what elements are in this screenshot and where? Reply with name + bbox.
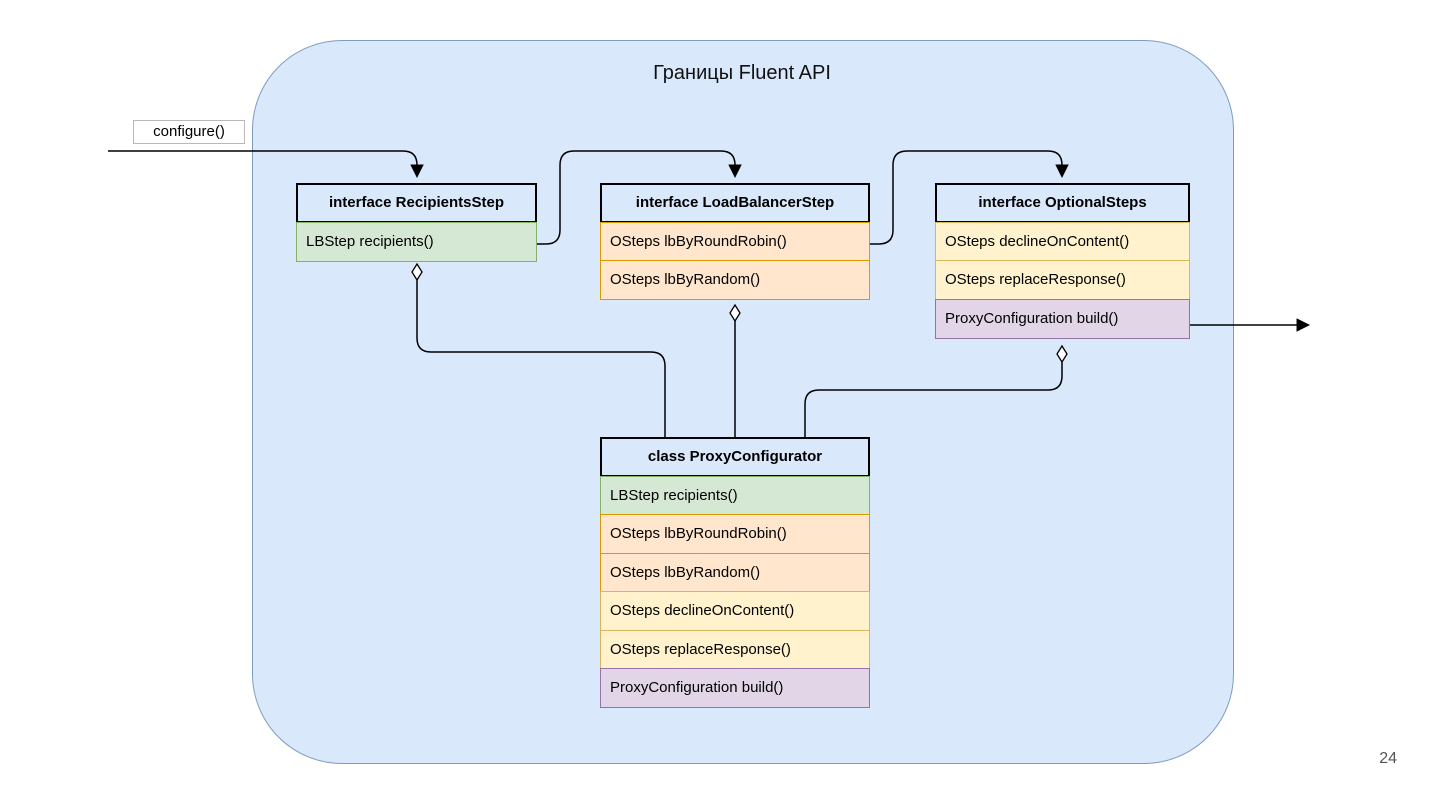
node-title-recipients-step: interface RecipientsStep <box>296 183 537 223</box>
method-row: ProxyConfiguration build() <box>935 298 1190 339</box>
method-row: OSteps declineOnContent() <box>935 221 1190 262</box>
node-title-optional-steps: interface OptionalSteps <box>935 183 1190 223</box>
boundary-title: Границы Fluent API <box>653 62 831 84</box>
uml-node-proxy-configurator: class ProxyConfigurator LBStep recipient… <box>600 437 870 708</box>
method-row: OSteps lbByRoundRobin() <box>600 221 870 262</box>
node-title-proxy-configurator: class ProxyConfigurator <box>600 437 870 477</box>
method-row: OSteps lbByRandom() <box>600 260 870 300</box>
uml-node-load-balancer-step: interface LoadBalancerStep OSteps lbByRo… <box>600 183 870 300</box>
method-row: OSteps replaceResponse() <box>935 260 1190 300</box>
method-row: LBStep recipients() <box>296 221 537 262</box>
method-row: OSteps replaceResponse() <box>600 629 870 670</box>
method-row: OSteps lbByRandom() <box>600 552 870 593</box>
method-row: OSteps lbByRoundRobin() <box>600 514 870 554</box>
configure-label: configure() <box>133 120 245 144</box>
method-row: OSteps declineOnContent() <box>600 591 870 631</box>
uml-node-optional-steps: interface OptionalSteps OSteps declineOn… <box>935 183 1190 339</box>
method-row: LBStep recipients() <box>600 475 870 516</box>
uml-node-recipients-step: interface RecipientsStep LBStep recipien… <box>296 183 537 262</box>
node-title-load-balancer-step: interface LoadBalancerStep <box>600 183 870 223</box>
method-row: ProxyConfiguration build() <box>600 668 870 708</box>
page-number: 24 <box>1379 750 1397 767</box>
